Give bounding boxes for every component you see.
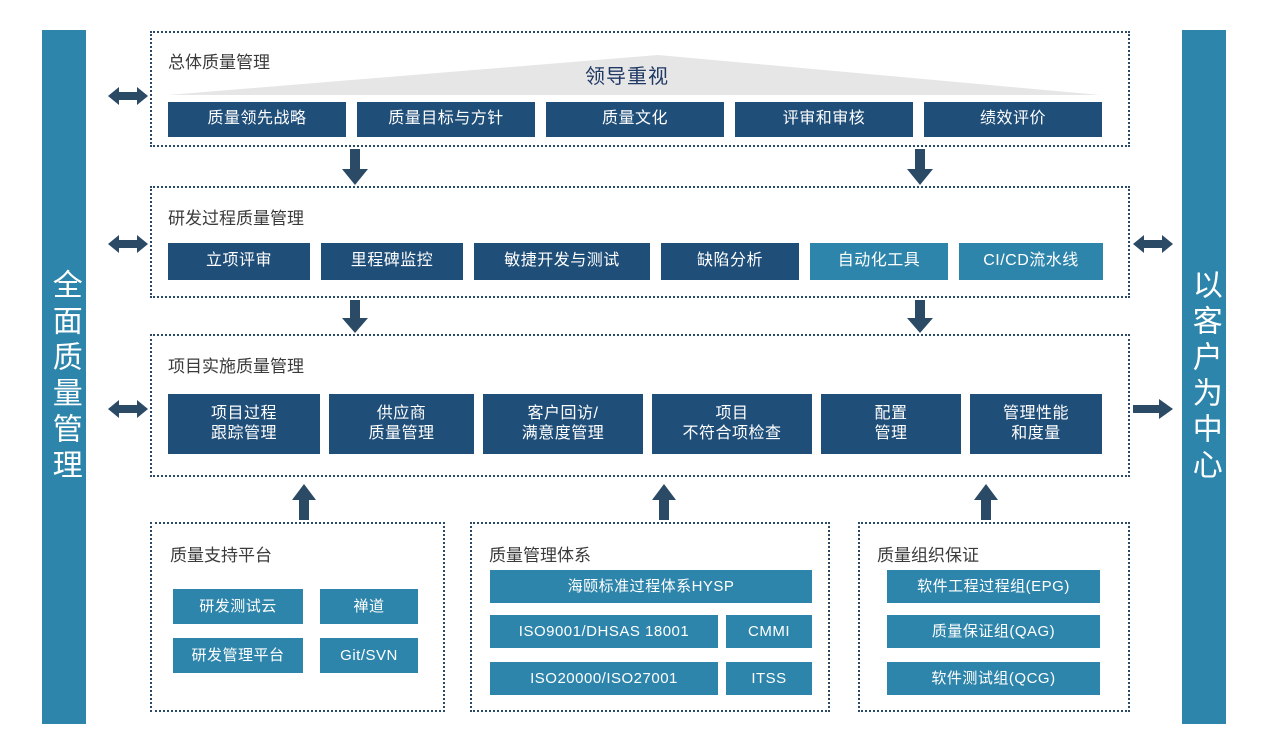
down-arrow-section1-to-section2-left bbox=[342, 149, 368, 185]
bidirectional-arrow-left-section-1 bbox=[108, 87, 148, 105]
right-vertical-bar-customer-centric: 以客户为中心 bbox=[1182, 30, 1226, 724]
up-arrow-support-platform-to-section3 bbox=[292, 484, 316, 520]
box-project-process-tracking-management[interactable]: 项目过程 跟踪管理 bbox=[168, 394, 320, 454]
box-management-performance-and-measurement[interactable]: 管理性能 和度量 bbox=[970, 394, 1102, 454]
section-title-project-implementation-quality-management: 项目实施质量管理 bbox=[168, 357, 304, 376]
left-vertical-bar-total-quality-management: 全面质量管理 bbox=[42, 30, 86, 724]
box-rd-management-platform[interactable]: 研发管理平台 bbox=[173, 638, 303, 673]
up-arrow-management-system-to-section3 bbox=[652, 484, 676, 520]
box-automation-tools[interactable]: 自动化工具 bbox=[810, 243, 948, 280]
box-quality-assurance-group-qag[interactable]: 质量保证组(QAG) bbox=[887, 615, 1100, 648]
box-haiyi-standard-process-system-hysp[interactable]: 海颐标准过程体系HYSP bbox=[490, 570, 812, 603]
box-iso20000-iso27001[interactable]: ISO20000/ISO27001 bbox=[490, 662, 718, 695]
down-arrow-section2-to-section3-left bbox=[342, 300, 368, 333]
box-quality-goals-and-policy[interactable]: 质量目标与方针 bbox=[357, 102, 535, 137]
box-customer-revisit-satisfaction-management[interactable]: 客户回访/ 满意度管理 bbox=[483, 394, 643, 454]
box-configuration-management[interactable]: 配置 管理 bbox=[821, 394, 961, 454]
box-defect-analysis[interactable]: 缺陷分析 bbox=[661, 243, 799, 280]
box-quality-leading-strategy[interactable]: 质量领先战略 bbox=[168, 102, 346, 137]
panel-title-quality-organization-assurance: 质量组织保证 bbox=[877, 546, 979, 565]
box-software-engineering-process-group-epg[interactable]: 软件工程过程组(EPG) bbox=[887, 570, 1100, 603]
box-cmmi[interactable]: CMMI bbox=[726, 615, 812, 648]
box-zentao[interactable]: 禅道 bbox=[320, 589, 418, 624]
panel-title-quality-support-platform: 质量支持平台 bbox=[170, 546, 272, 565]
section-title-overall-quality-management: 总体质量管理 bbox=[168, 53, 270, 72]
bidirectional-arrow-right-section-2 bbox=[1133, 235, 1173, 253]
box-quality-culture[interactable]: 质量文化 bbox=[546, 102, 724, 137]
box-performance-evaluation[interactable]: 绩效评价 bbox=[924, 102, 1102, 137]
box-review-and-audit[interactable]: 评审和审核 bbox=[735, 102, 913, 137]
box-project-nonconformity-inspection[interactable]: 项目 不符合项检查 bbox=[652, 394, 812, 454]
box-supplier-quality-management[interactable]: 供应商 质量管理 bbox=[329, 394, 474, 454]
box-agile-development-and-testing[interactable]: 敏捷开发与测试 bbox=[474, 243, 650, 280]
box-itss[interactable]: ITSS bbox=[726, 662, 812, 695]
down-arrow-section2-to-section3-right bbox=[907, 300, 933, 333]
section-title-rd-process-quality-management: 研发过程质量管理 bbox=[168, 209, 304, 228]
right-arrow-section-3 bbox=[1133, 399, 1173, 419]
panel-title-quality-management-system: 质量管理体系 bbox=[489, 546, 591, 565]
box-rd-testing-cloud[interactable]: 研发测试云 bbox=[173, 589, 303, 624]
box-iso9001-dhsas-18001[interactable]: ISO9001/DHSAS 18001 bbox=[490, 615, 718, 648]
bidirectional-arrow-left-section-2 bbox=[108, 235, 148, 253]
box-software-testing-group-qcg[interactable]: 软件测试组(QCG) bbox=[887, 662, 1100, 695]
down-arrow-section1-to-section2-right bbox=[907, 149, 933, 185]
box-cicd-pipeline[interactable]: CI/CD流水线 bbox=[959, 243, 1103, 280]
box-git-svn[interactable]: Git/SVN bbox=[320, 638, 418, 673]
bidirectional-arrow-left-section-3 bbox=[108, 400, 148, 418]
box-project-initiation-review[interactable]: 立项评审 bbox=[168, 243, 310, 280]
leadership-pyramid-shape bbox=[168, 55, 1100, 95]
up-arrow-organization-assurance-to-section3 bbox=[974, 484, 998, 520]
box-milestone-monitoring[interactable]: 里程碑监控 bbox=[321, 243, 463, 280]
section-rd-process-quality-management bbox=[150, 186, 1130, 298]
leadership-emphasis-label: 领导重视 bbox=[585, 66, 669, 88]
